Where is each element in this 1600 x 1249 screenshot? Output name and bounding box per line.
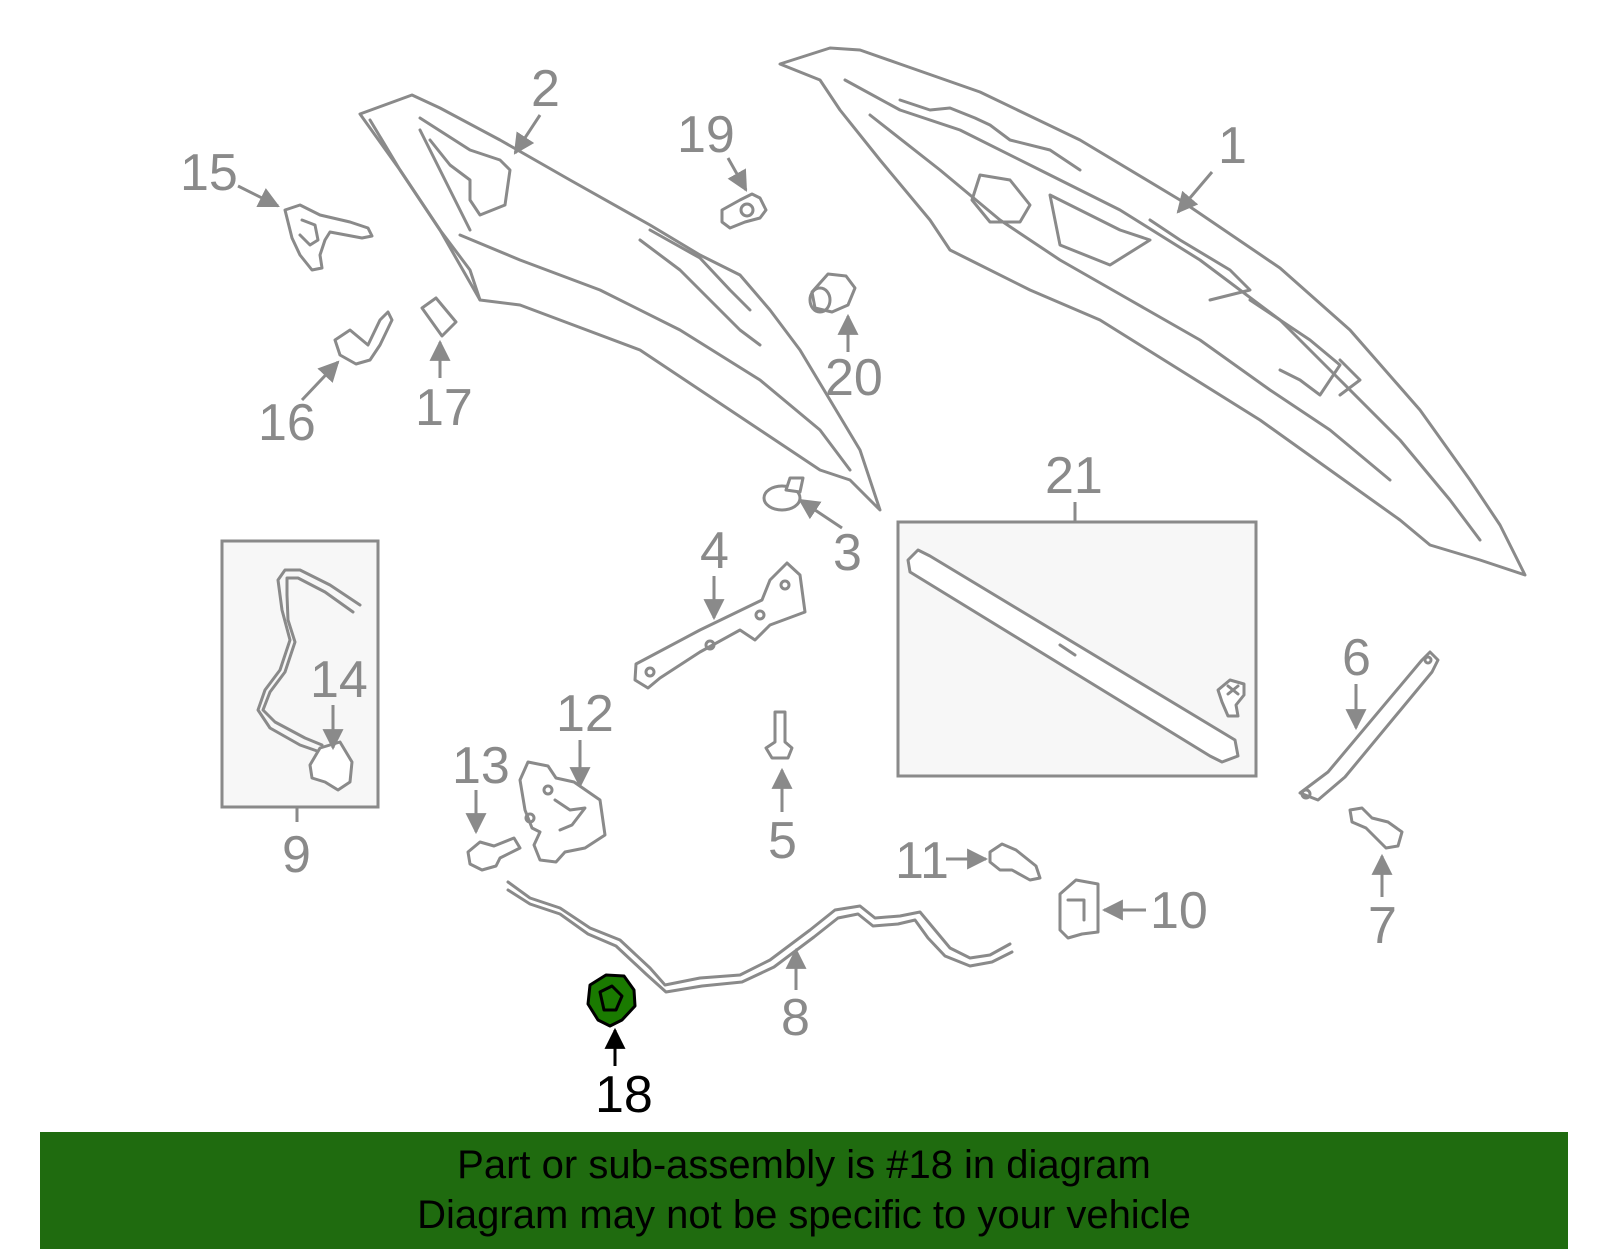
callout-4-label: 4 — [700, 522, 729, 580]
banner-line-1: Part or sub-assembly is #18 in diagram — [457, 1143, 1151, 1187]
callout-12-label: 12 — [556, 685, 614, 743]
part-9-hose — [256, 568, 362, 792]
callout-16-label: 16 — [258, 394, 316, 452]
callout-6-label: 6 — [1342, 629, 1371, 687]
part-3-push-pin — [762, 476, 805, 512]
callout-14-label: 14 — [310, 651, 368, 709]
callout-15-label: 15 — [180, 144, 238, 202]
callout-2-label: 2 — [531, 60, 560, 118]
callout-15-leader — [237, 184, 280, 208]
part-21-insulator — [906, 548, 1246, 764]
part-5-bolt — [764, 710, 794, 760]
callout-13-label: 13 — [452, 737, 510, 795]
part-2-hood-inner-panel — [358, 93, 882, 512]
callout-17-label: 17 — [415, 379, 473, 437]
callout-3-leader — [798, 498, 843, 530]
callout-8-label: 8 — [781, 989, 810, 1047]
callout-19-label: 19 — [677, 106, 735, 164]
callout-10-label: 10 — [1150, 882, 1208, 940]
callout-21-label: 21 — [1045, 447, 1103, 505]
part-8-release-cable — [506, 880, 1014, 994]
part-7-ball-stud — [1348, 806, 1404, 850]
part-11-bolt — [988, 842, 1042, 882]
callout-1-leader — [1176, 171, 1214, 214]
part-6-support-rod — [1298, 650, 1440, 802]
callout-20-label: 20 — [825, 349, 883, 407]
callout-19-leader — [726, 157, 748, 192]
part-16-bolt — [333, 310, 394, 366]
callout-7-label: 7 — [1368, 897, 1397, 955]
callout-1-label: 1 — [1218, 117, 1247, 175]
part-17-pad — [420, 296, 458, 338]
callout-5-label: 5 — [768, 812, 797, 870]
part-15-clip — [283, 203, 374, 272]
part-4-bracket — [633, 561, 807, 690]
part-20-bumper — [808, 272, 857, 314]
callout-3-label: 3 — [833, 524, 862, 582]
banner-line-2: Diagram may not be specific to your vehi… — [417, 1193, 1191, 1237]
callout-11-label: 11 — [895, 832, 949, 890]
part-18-bumper-highlighted — [586, 973, 637, 1028]
callout-18-label: 18 — [595, 1066, 653, 1124]
part-10-clip — [1058, 878, 1100, 940]
part-13-bolt — [466, 836, 522, 872]
callout-16-leader — [300, 360, 340, 402]
callout-2-leader — [513, 114, 542, 155]
callout-9-label: 9 — [282, 826, 311, 884]
info-banner: Part or sub-assembly is #18 in diagram D… — [40, 1132, 1568, 1249]
part-19-bumper — [720, 192, 768, 230]
part-1-hood-panel — [778, 46, 1527, 577]
part-12-latch — [518, 760, 607, 864]
